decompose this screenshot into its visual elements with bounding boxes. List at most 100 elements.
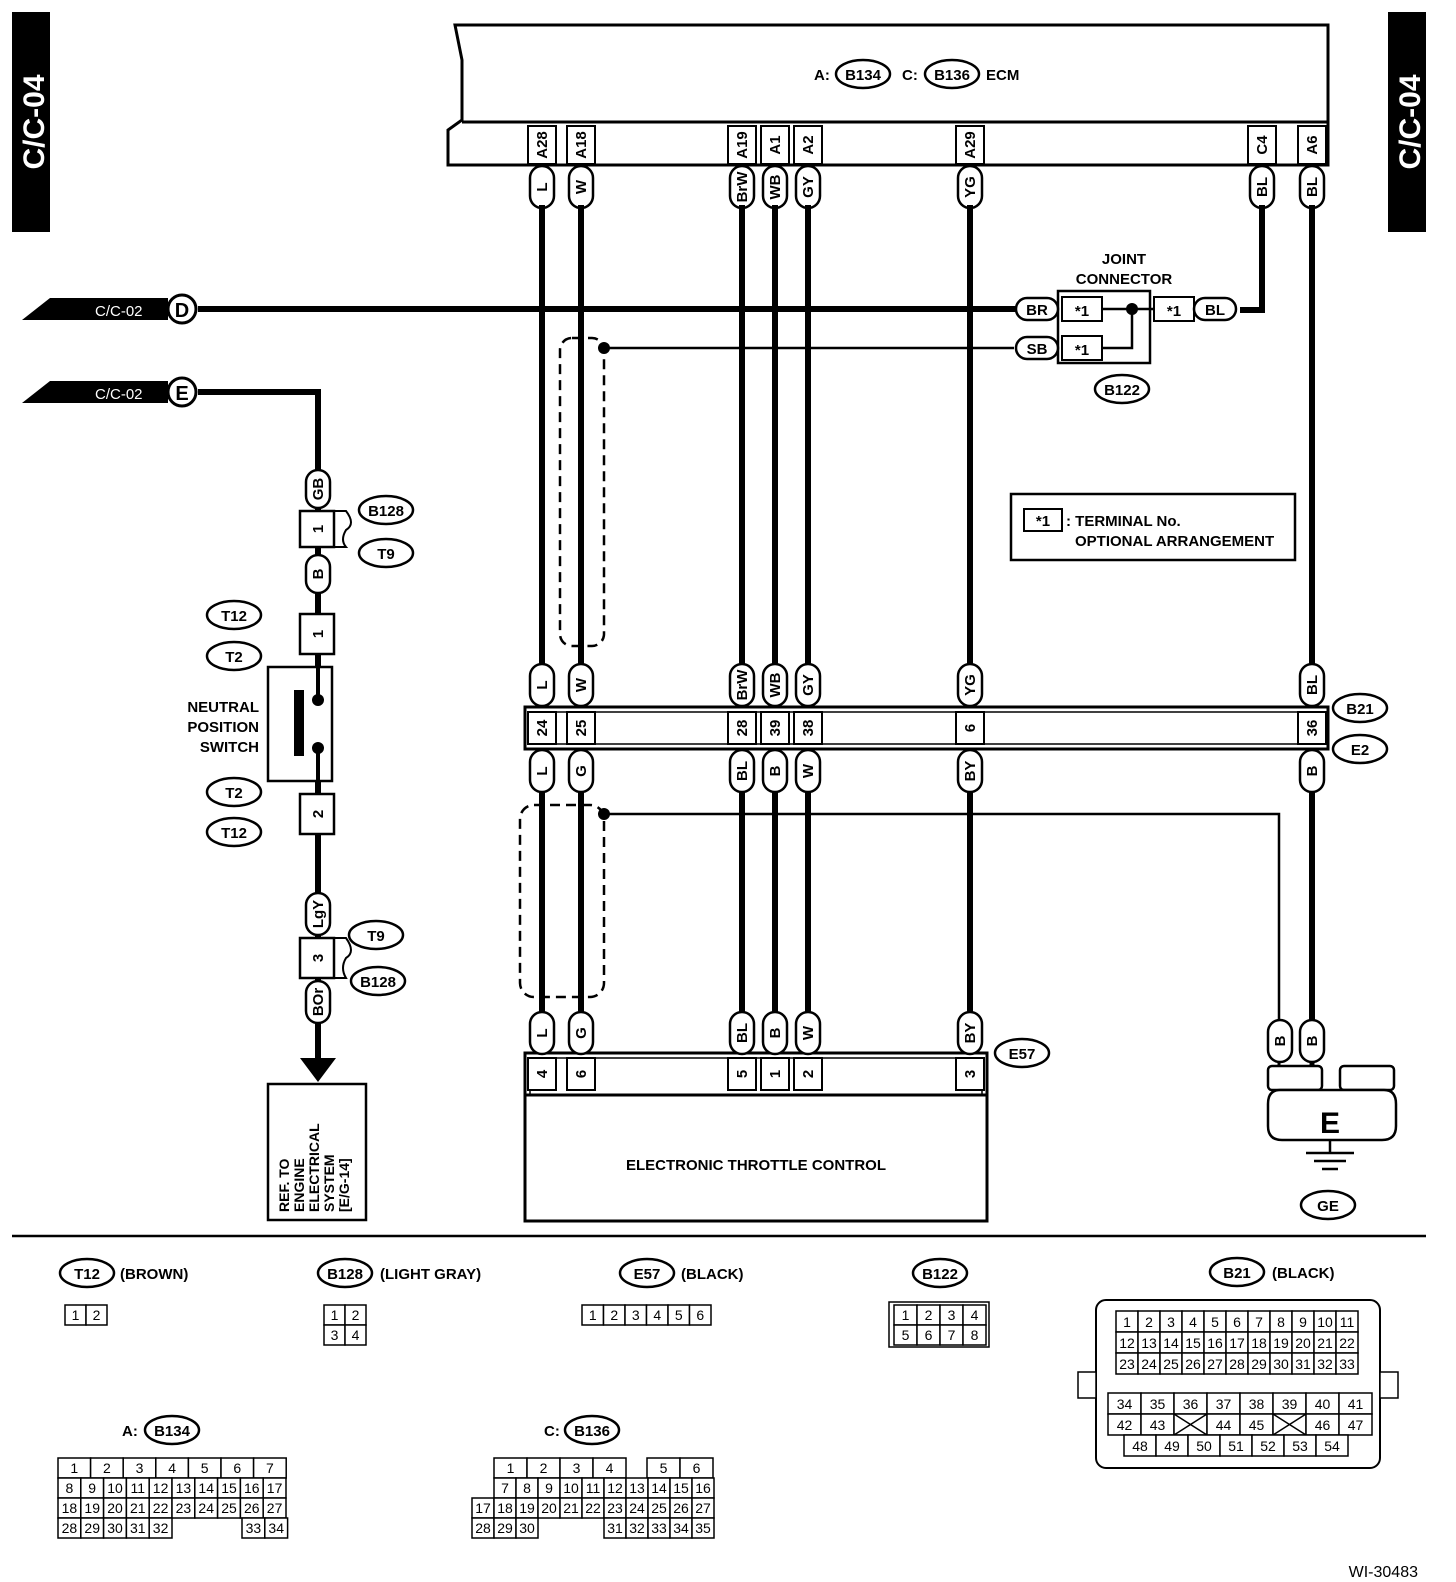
svg-text:T9: T9 [367,928,385,945]
ecm-pin-label: A19 [734,131,751,159]
cavity-number: 27 [1207,1356,1223,1372]
cavity-number: 31 [607,1520,623,1536]
cavity-number: 30 [1273,1356,1289,1372]
cavity-number: 32 [153,1520,169,1536]
cavity-number: 4 [606,1460,614,1476]
cavity-number: 32 [1317,1356,1333,1372]
cavity-number: 8 [971,1327,979,1343]
shield-upper [518,336,606,999]
svg-text:SB: SB [1027,341,1048,358]
ref-line: ELECTRICAL [306,1123,322,1212]
cavity-number: 19 [84,1500,100,1516]
svg-text:B21: B21 [1346,701,1374,718]
cavity-number: 28 [1229,1356,1245,1372]
cavity-number: 2 [925,1307,933,1323]
e57-wire: B [767,1027,784,1038]
ecm-wire-label: BL [1304,177,1321,197]
svg-text:SWITCH: SWITCH [200,739,259,756]
cavity-number: 29 [1251,1356,1267,1372]
svg-text:BL: BL [1205,302,1225,319]
cavity-number: 2 [610,1307,618,1323]
connector-name: B128 [327,1266,363,1283]
cavity-number: 18 [497,1500,513,1516]
cavity-number: 21 [1317,1335,1333,1351]
e57-pin-number: 6 [573,1070,590,1078]
connector-prefix: C: [544,1423,560,1440]
b21-pin-number: 39 [767,720,784,737]
cavity-number: 12 [1119,1335,1135,1351]
cavity-number: 4 [352,1327,360,1343]
cavity-number: 14 [198,1480,214,1496]
b21-pin-number: 24 [534,719,551,736]
cavity-number: 51 [1228,1438,1244,1454]
cavity-number: 28 [62,1520,78,1536]
cavity-number: 39 [1282,1396,1298,1412]
cavity-number: 3 [632,1307,640,1323]
cavity-number: 33 [651,1520,667,1536]
cavity-number: 11 [131,1480,146,1496]
cavity-number: 23 [1119,1356,1135,1372]
svg-text:T2: T2 [225,785,243,802]
cavity-number: 13 [1141,1335,1157,1351]
b21-pin-number: 25 [573,720,590,737]
svg-text:*1: *1 [1075,303,1089,320]
cavity-number: 26 [1185,1356,1201,1372]
cavity-number: 13 [176,1480,192,1496]
e2-bottom-wire: BY [962,761,979,782]
cavity-number: 52 [1260,1438,1276,1454]
e57-wire: W [800,1025,817,1040]
cavity-number: 48 [1132,1438,1148,1454]
svg-text:C/C-02: C/C-02 [95,303,143,320]
cavity-number: 50 [1196,1438,1212,1454]
cavity-number: 4 [653,1307,661,1323]
b21-pin-number: 36 [1304,720,1321,737]
ecm-wire-label: BrW [734,171,751,203]
b21-top-wire: BL [1304,675,1321,695]
e2-bottom-wire: W [800,763,817,778]
cavity-number: 35 [695,1520,711,1536]
cavity-number: 23 [607,1500,623,1516]
ecm-pin-label: A28 [534,131,551,159]
ground-e: B B E GE [1266,1018,1398,1221]
cavity-number: 26 [673,1500,689,1516]
cavity-number: 6 [1233,1314,1241,1330]
e2-bottom-wire: B [767,765,784,776]
svg-text:*1: *1 [1167,303,1181,320]
joint-connector: JOINT CONNECTOR *1 *1 *1 BR SB BL B122 [1014,251,1238,405]
connector-name: B134 [154,1423,191,1440]
ref-line: [E/G-14] [336,1158,352,1212]
connector-name: B122 [922,1266,958,1283]
cavity-number: 33 [1339,1356,1355,1372]
cavity-number: 4 [168,1460,176,1476]
cavity-number: 7 [501,1480,509,1496]
cavity-number: 49 [1164,1438,1180,1454]
cavity-number: 15 [1185,1335,1201,1351]
ecm-a-prefix: A: [814,67,830,84]
svg-text:1: 1 [310,630,327,638]
ecm-a-conn: B134 [845,67,882,84]
b21-top-wire: YG [962,674,979,696]
cavity-number: 6 [693,1460,701,1476]
cavity-number: 20 [541,1500,557,1516]
cavity-number: 21 [563,1500,579,1516]
svg-text:C/C-02: C/C-02 [95,386,143,403]
shield-dot-upper [598,342,610,354]
cavity-number: 33 [246,1520,262,1536]
cavity-number: 41 [1348,1396,1364,1412]
svg-text:*1: *1 [1036,513,1050,530]
svg-text:BOr: BOr [310,988,327,1017]
svg-text:D: D [175,300,189,322]
cavity-number: 25 [1163,1356,1179,1372]
cavity-number: 4 [1189,1314,1197,1330]
ecm-pin-label: A2 [800,135,817,154]
svg-text:B128: B128 [368,503,404,520]
cavity-number: 3 [948,1307,956,1323]
svg-text:2: 2 [310,810,327,818]
wire-bundle [198,205,1315,1020]
svg-text:CONNECTOR: CONNECTOR [1076,271,1173,288]
cavity-number: 34 [268,1520,284,1536]
cavity-number: 35 [1150,1396,1166,1412]
svg-text:C/C-04: C/C-04 [1394,74,1427,169]
